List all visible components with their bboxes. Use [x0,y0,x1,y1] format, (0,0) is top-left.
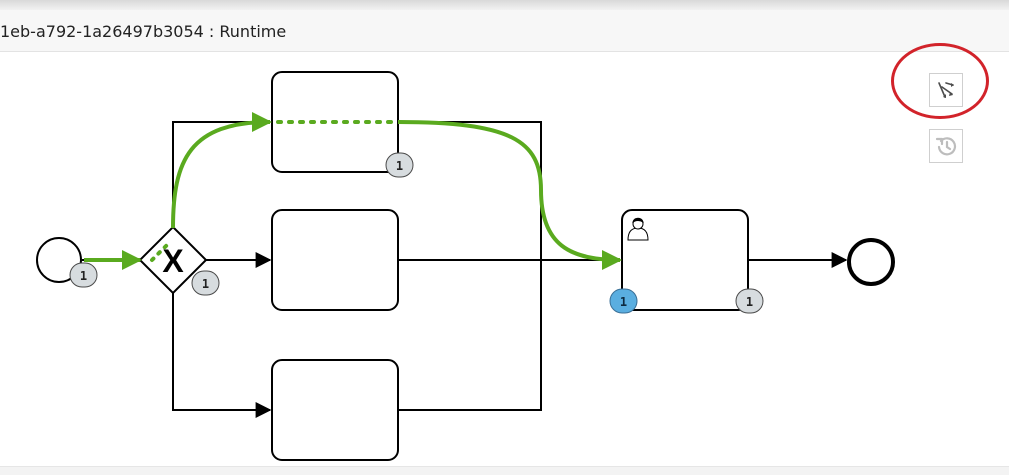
svg-text:1: 1 [202,277,209,291]
flow-bottom-task-to-merge[interactable] [398,260,542,411]
taken-flow-gateway-to-top [171,112,272,229]
taken-flow-gateway-dots [150,240,172,262]
svg-text:1: 1 [620,295,627,309]
flow-gateway-to-bottom-task[interactable] [172,293,272,418]
page-title: 1eb-a792-1a26497b3054 : Runtime [0,22,287,41]
flow-arrows-icon [935,79,957,101]
bottom-divider [0,466,1009,475]
badge-user-task-completed: 1 [735,288,764,314]
top-shadow-bar [0,0,1009,10]
user-task[interactable] [621,209,749,311]
exclusive-gateway[interactable]: X [138,225,208,295]
badge-task-top: 1 [385,152,414,178]
start-event[interactable] [36,237,82,283]
badge-start-event: 1 [69,262,98,288]
gateway-marker: X [162,243,184,279]
task-bottom[interactable] [271,359,399,461]
end-event[interactable] [847,238,895,286]
svg-text:1: 1 [746,295,753,309]
flow-gateway-to-top-task[interactable] [172,121,270,227]
svg-text:1: 1 [396,159,403,173]
user-icon [627,217,649,241]
badge-gateway: 1 [191,270,220,296]
taken-flows [84,112,622,270]
page-header: 1eb-a792-1a26497b3054 : Runtime [0,10,1009,52]
history-icon [935,135,957,157]
badge-user-task-active: 1 [609,288,638,314]
token-simulation-button[interactable] [929,73,963,107]
task-middle[interactable] [271,209,399,311]
annotation-highlight-circle [891,43,989,119]
taken-flow-top-to-user-task [397,120,622,270]
history-button[interactable] [929,129,963,163]
svg-text:1: 1 [80,269,87,283]
